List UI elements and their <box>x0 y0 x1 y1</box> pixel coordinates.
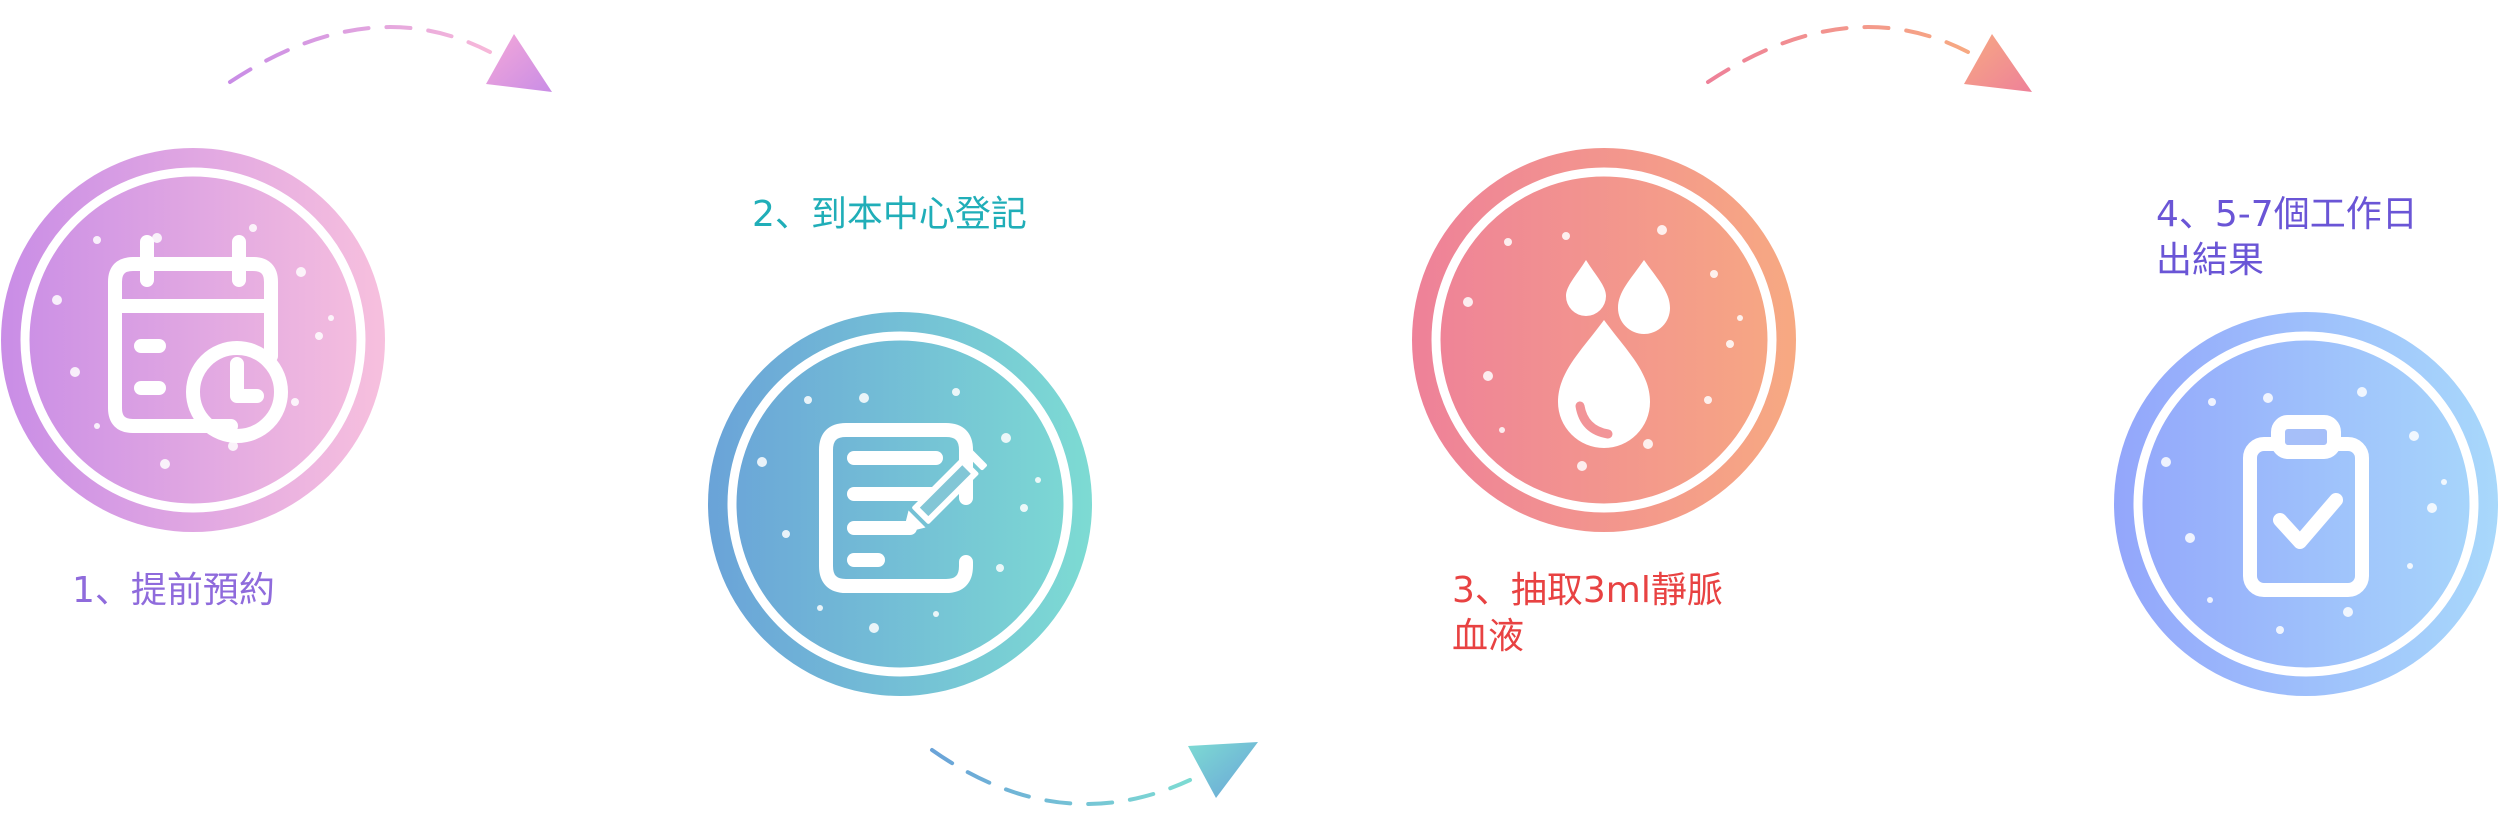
step-2-label: 2、到本中心登記 <box>752 194 1027 235</box>
dashed-curve <box>1706 25 1970 84</box>
clipboard-check-icon <box>2243 415 2369 597</box>
arrow-step2-to-step3 <box>930 742 1258 806</box>
step-3-label: 3、抽取3ml靜脈 血液 <box>1452 570 1723 657</box>
calendar-clock-icon <box>108 235 288 443</box>
sparkle-dots <box>757 388 1041 633</box>
sparkle-dots <box>52 224 334 469</box>
step-3-circle <box>1412 148 1796 532</box>
sparkle-dots <box>2161 387 2447 634</box>
step-4-label: 4、5-7個工作日 出結果 <box>2156 194 2418 281</box>
dashed-curve <box>930 748 1192 806</box>
arrow-step1-to-step2 <box>228 25 552 92</box>
step-1-label: 1、提前預約 <box>72 570 275 611</box>
document-pen-icon <box>819 423 973 593</box>
step-4-circle <box>2114 312 2498 696</box>
step-1-circle <box>1 148 385 532</box>
dashed-curve <box>228 25 492 84</box>
step-2-circle <box>708 312 1092 696</box>
blood-drops-icon <box>1558 260 1670 448</box>
arrow-step3-to-step4 <box>1706 25 2032 92</box>
pen-icon <box>902 449 987 534</box>
arrowhead-icon <box>1964 34 2032 92</box>
sparkle-dots <box>1463 225 1743 471</box>
arrowhead-icon <box>1188 742 1258 798</box>
arrowhead-icon <box>486 34 552 92</box>
